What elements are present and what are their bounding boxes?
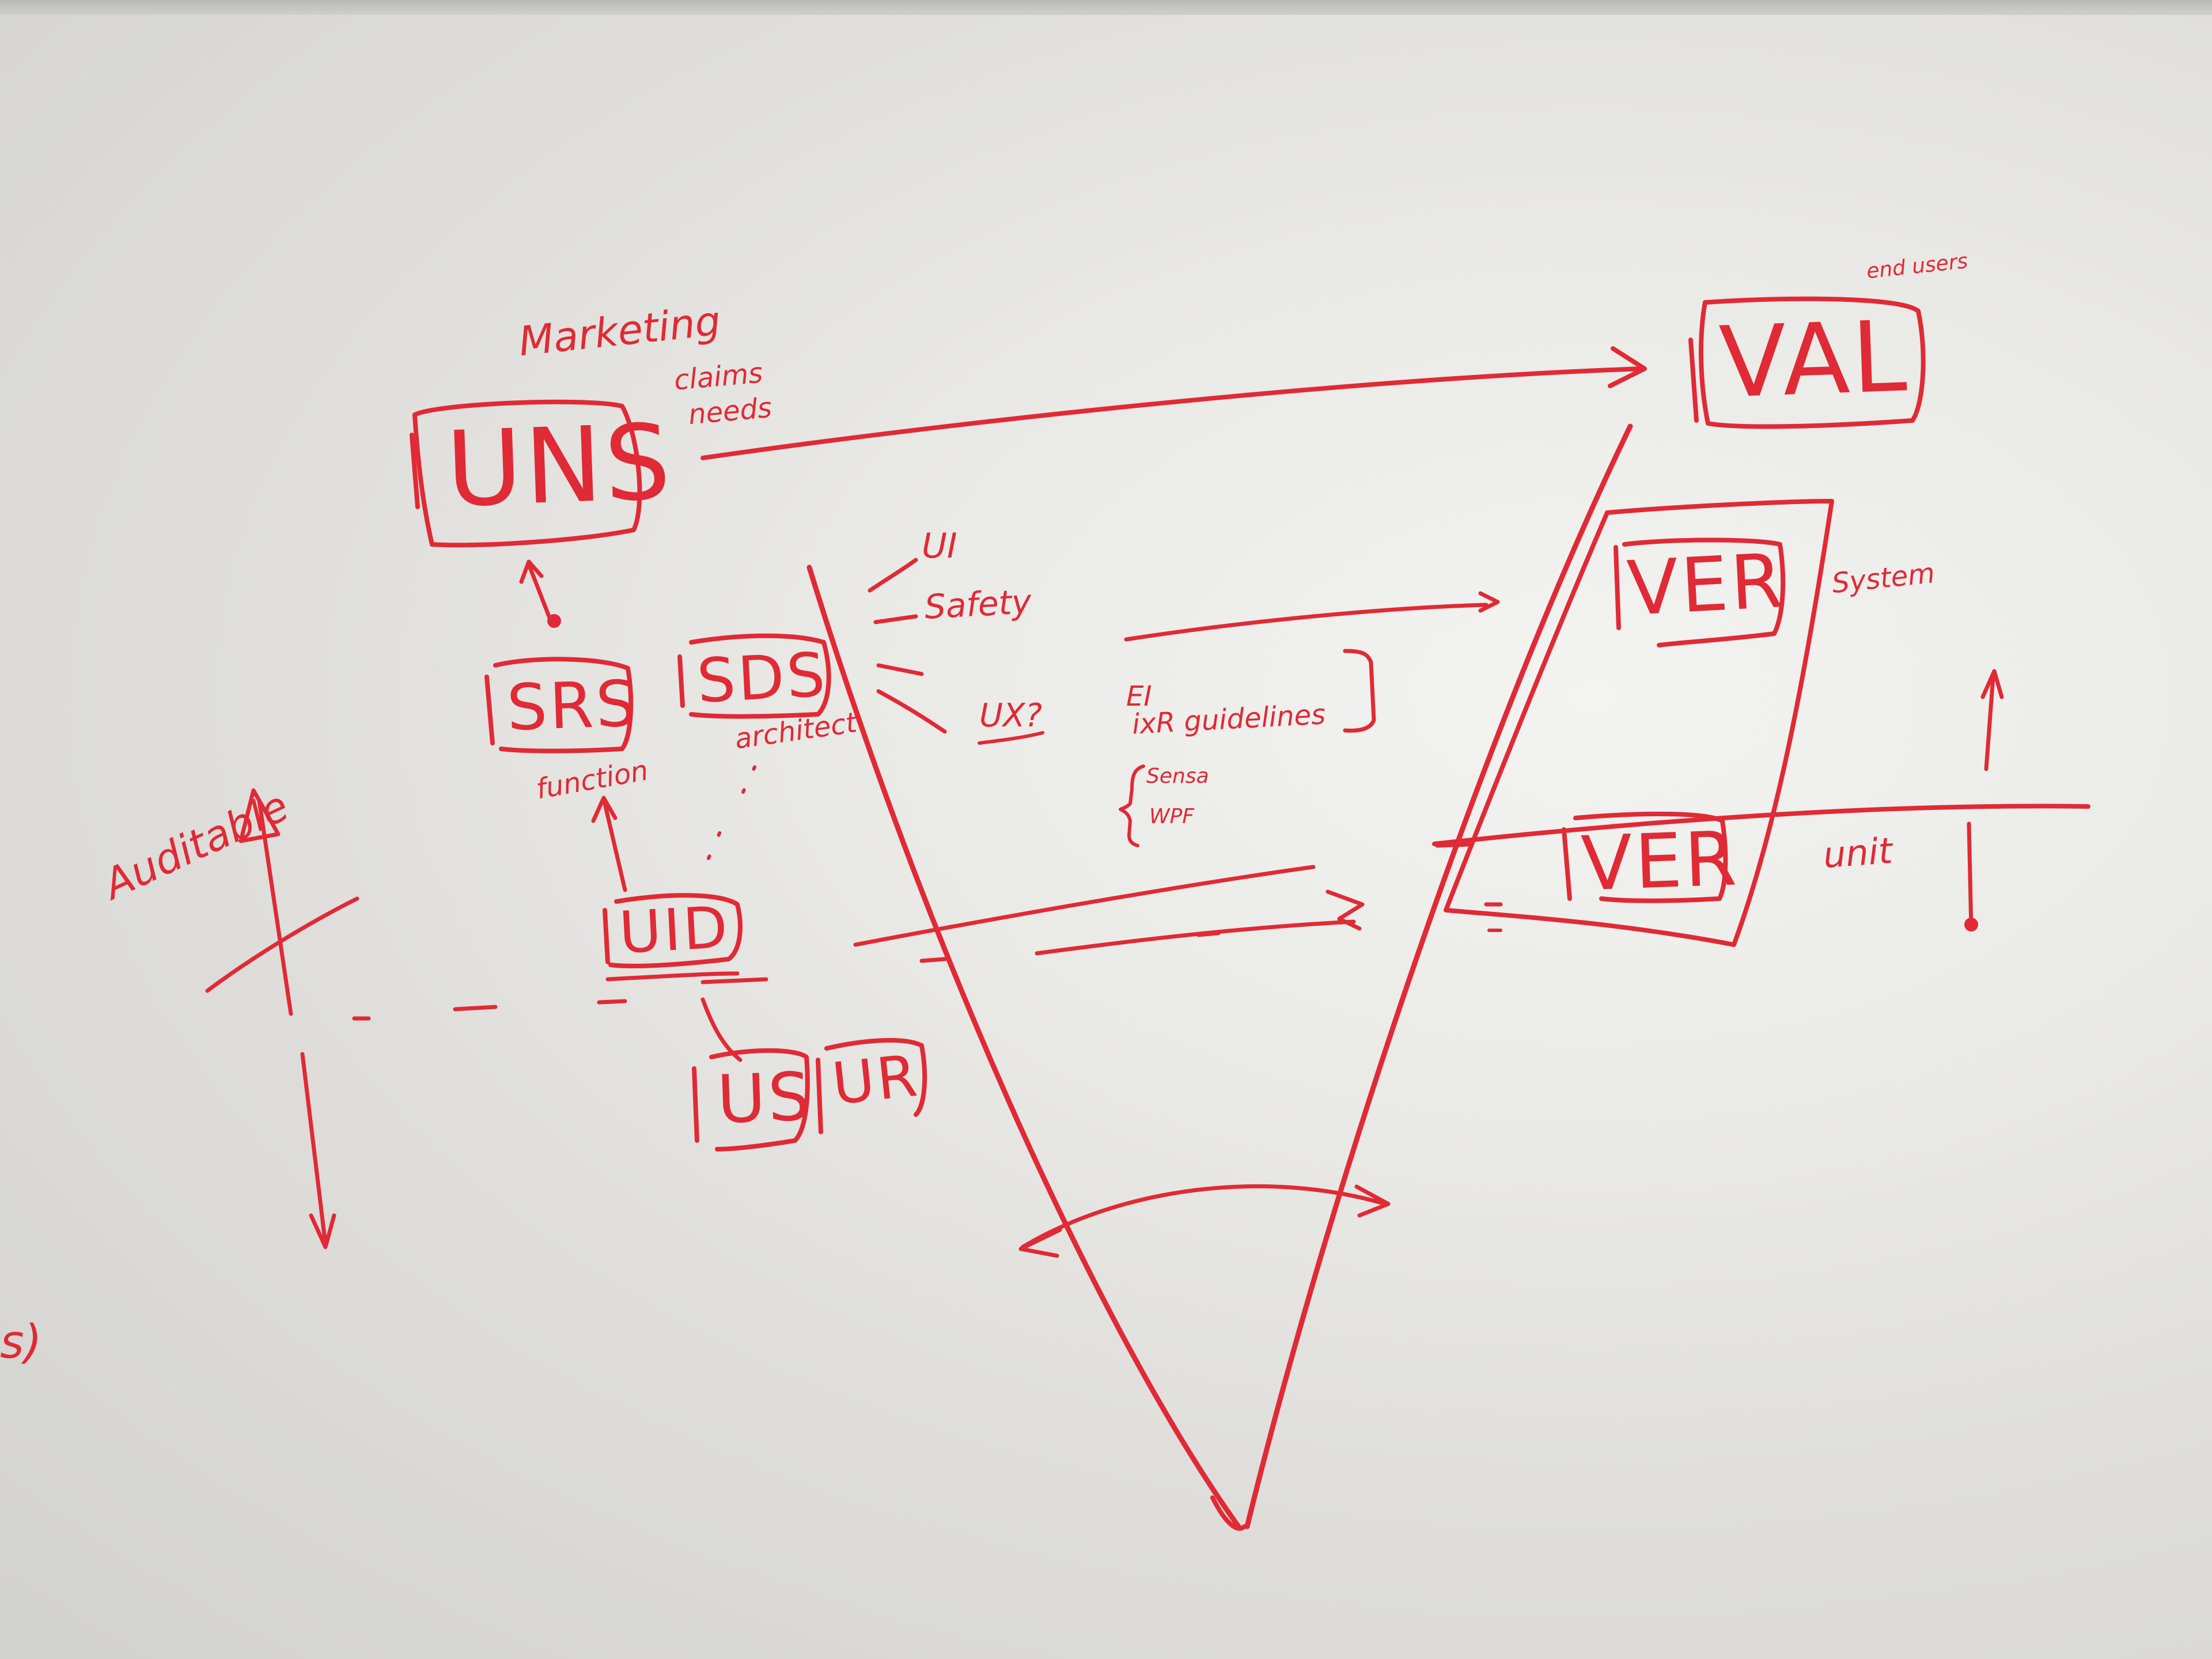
val-label: VAL xyxy=(1717,300,1911,421)
right-down-line xyxy=(1967,821,1974,930)
dash-left-2 xyxy=(453,1005,498,1012)
low-dash-1 xyxy=(919,957,947,963)
branch-ux xyxy=(876,689,947,734)
branch-ui xyxy=(868,558,918,593)
edge-fragment-note: s) xyxy=(0,1315,42,1369)
us-label: US xyxy=(715,1058,814,1139)
dash-left-4 xyxy=(700,977,768,984)
ver-unit-box-left-tick xyxy=(1562,827,1572,901)
ver-system-box xyxy=(1622,537,1786,647)
low-arrowhead xyxy=(1325,889,1365,931)
v-right-stroke xyxy=(1244,423,1633,1529)
auditable-down-arrowhead xyxy=(309,1213,336,1249)
branch-third xyxy=(876,663,924,676)
low-dash-3 xyxy=(1435,842,1471,848)
guidelines-bracket xyxy=(1343,649,1376,733)
v-left-stroke xyxy=(806,565,1241,1529)
sensa-wpf-brace xyxy=(1119,764,1145,847)
right-up-arrow xyxy=(1984,675,1995,771)
ur-label: UR xyxy=(829,1041,923,1118)
sds-box-left-tick xyxy=(677,654,685,708)
val-box xyxy=(1699,296,1926,429)
claims-note: claims xyxy=(672,357,764,397)
uns-box xyxy=(412,399,642,548)
uid-sds-dotted xyxy=(707,753,762,860)
uid-srs-arrowhead xyxy=(591,796,618,823)
ur-box xyxy=(824,1037,927,1117)
parallelogram xyxy=(1444,499,1834,947)
mid-arrowhead xyxy=(1478,591,1500,613)
needs-note: needs xyxy=(687,391,774,431)
whiteboard-frame xyxy=(0,0,2212,15)
ver-system-box-left-tick xyxy=(1613,545,1621,630)
ei-note: EI xyxy=(1126,680,1152,713)
uid-us-line xyxy=(700,997,743,1062)
uid-box-left-tick xyxy=(603,908,610,964)
ur-box-left-tick xyxy=(816,1058,823,1134)
uns-srs-arrowhead xyxy=(519,559,544,584)
safety-note: Safety xyxy=(923,582,1033,627)
srs-box-left-tick xyxy=(484,675,495,745)
right-up-arrowhead xyxy=(1980,669,2004,699)
uns-srs-connector xyxy=(528,565,552,622)
uns-label: UNS xyxy=(444,402,675,531)
unit-note: unit xyxy=(1821,829,1894,877)
v-bottom-curl xyxy=(1210,1495,1247,1531)
auditable-cross xyxy=(205,896,359,993)
bottom-curved-arrow xyxy=(1020,1184,1388,1249)
mid-arrow-line xyxy=(1124,603,1488,642)
val-box-left-tick xyxy=(1688,338,1699,423)
uns-srs-dot xyxy=(547,614,561,628)
uns-val-arrow-line xyxy=(700,366,1644,460)
uns-box-left-tick xyxy=(410,433,420,509)
us-box-left-tick xyxy=(692,1066,699,1143)
wpf-note: WPF xyxy=(1149,805,1195,828)
uns-val-arrowhead xyxy=(1608,346,1647,388)
sensa-note: Sensa xyxy=(1146,764,1209,788)
us-box xyxy=(709,1048,810,1152)
sds-box xyxy=(689,633,831,719)
dash-left-3 xyxy=(597,999,627,1005)
uid-label: UID xyxy=(618,893,732,967)
bottom-curved-arrowhead-left xyxy=(1018,1228,1062,1258)
auditable-arrowhead xyxy=(238,788,281,843)
low-arrow-line-1 xyxy=(853,865,1316,947)
ver-unit-label: VER xyxy=(1580,815,1740,908)
ux-underline xyxy=(978,731,1044,745)
low-dash-2 xyxy=(1196,931,1221,937)
srs-box xyxy=(493,657,634,753)
uid-box xyxy=(608,893,743,968)
ux-note: UX? xyxy=(979,697,1043,734)
horizontal-line-right xyxy=(1432,804,2090,846)
branch-safety xyxy=(873,614,918,624)
ui-note: UI xyxy=(922,526,957,566)
right-down-dot xyxy=(1964,918,1978,931)
auditable-down-line xyxy=(300,1052,328,1247)
low-arrow-line-2 xyxy=(1035,919,1356,956)
sds-label: SDS xyxy=(695,639,830,717)
uid-srs-arrow xyxy=(603,801,627,892)
bottom-curved-arrowhead-right xyxy=(1354,1184,1391,1218)
ver-system-label: VER xyxy=(1625,536,1787,633)
ver-unit-box xyxy=(1573,812,1728,903)
srs-label: SRS xyxy=(505,666,640,745)
uid-underline xyxy=(605,971,740,982)
